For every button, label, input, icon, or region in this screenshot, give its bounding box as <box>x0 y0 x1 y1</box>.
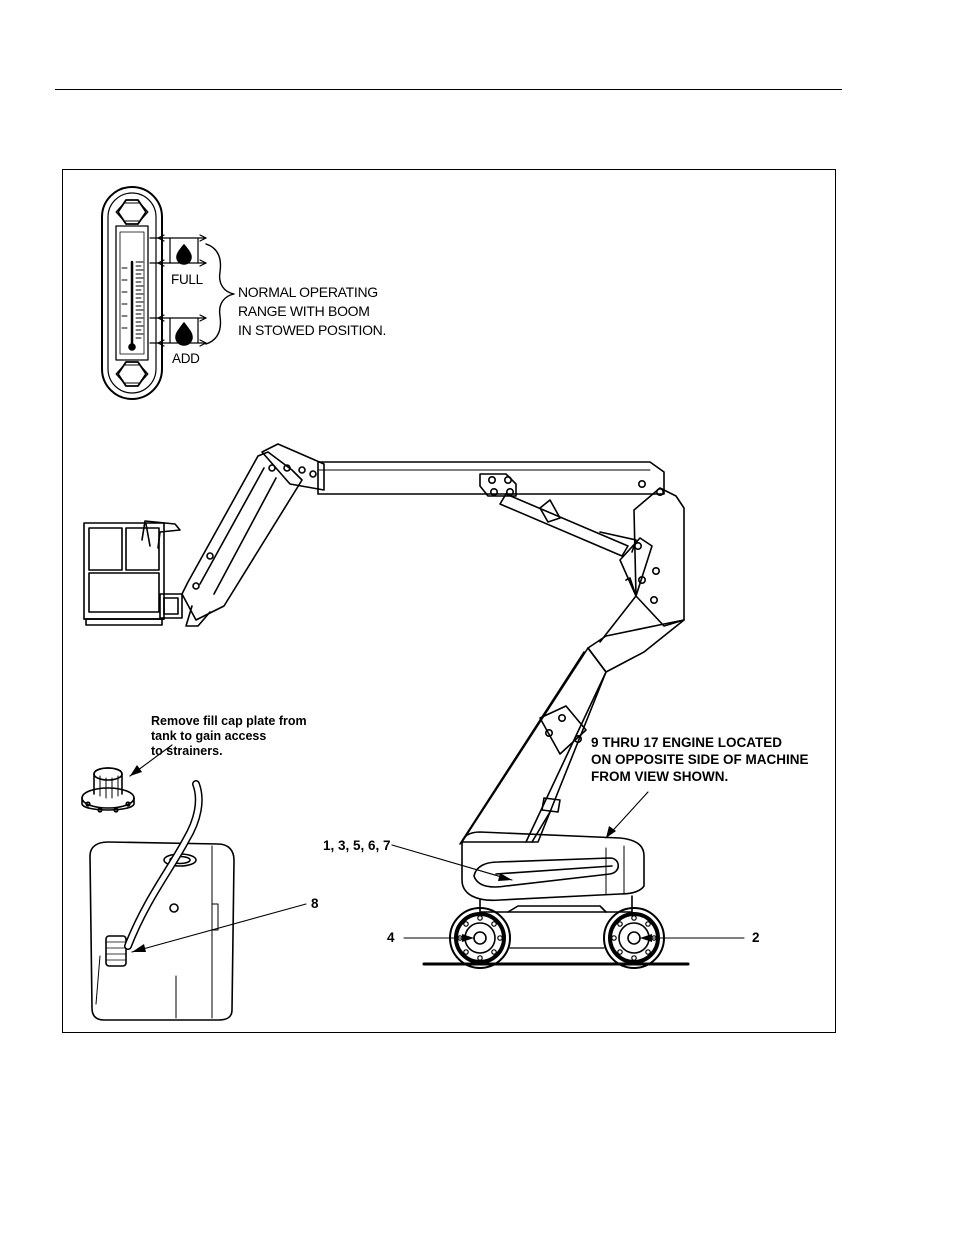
jib <box>182 444 324 626</box>
rear-wheel-item-callout: 2 <box>752 930 760 947</box>
fill-cap-note-line-1: Remove fill cap plate from <box>151 713 307 729</box>
engine-note-line-3: FROM VIEW SHOWN. <box>591 769 728 786</box>
turntable <box>462 832 644 912</box>
fill-cap-note-line-3: to strainers. <box>151 743 223 759</box>
engine-note-line-2: ON OPPOSITE SIDE OF MACHINE <box>591 752 809 769</box>
lower-boom <box>460 620 684 844</box>
add-label: ADD <box>172 349 200 368</box>
fill-cap-note-line-2: tank to gain access <box>151 728 266 744</box>
range-note-line-1: NORMAL OPERATING <box>238 283 378 302</box>
main-boom <box>318 462 664 496</box>
riser <box>600 488 684 642</box>
range-note-line-3: IN STOWED POSITION. <box>238 321 386 340</box>
turntable-items-callout: 1, 3, 5, 6, 7 <box>323 838 391 855</box>
front-wheel-item-callout: 4 <box>387 930 395 947</box>
platform <box>84 521 182 625</box>
sight-gauge <box>102 187 234 399</box>
strainer-item-callout: 8 <box>311 896 319 913</box>
boom-cylinder <box>500 494 636 556</box>
hydraulic-tank <box>90 784 234 1020</box>
fill-cap <box>82 768 134 812</box>
engine-note-line-1: 9 THRU 17 ENGINE LOCATED <box>591 735 782 752</box>
full-label: FULL <box>171 270 203 289</box>
range-note-line-2: RANGE WITH BOOM <box>238 302 370 321</box>
